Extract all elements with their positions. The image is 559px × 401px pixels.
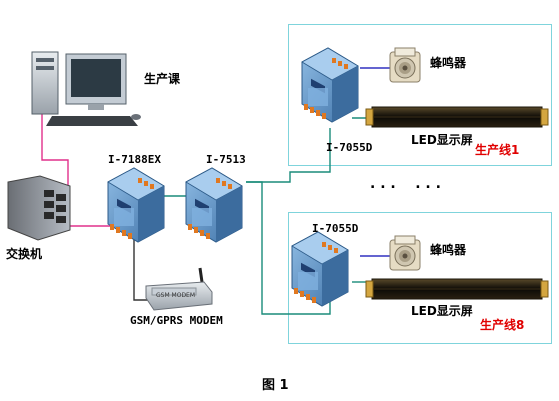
i7055d-1-label: I-7055D — [326, 141, 373, 154]
i7513-module-icon — [185, 167, 243, 243]
line-8-panel — [288, 212, 552, 344]
i7055d-2-label: I-7055D — [312, 222, 359, 235]
led-display-2-icon — [365, 278, 549, 300]
line-8-label: 生产线8 — [480, 318, 525, 332]
ellipsis-label: . . . . . . — [370, 176, 441, 192]
i7055d-1-module-icon — [301, 47, 359, 123]
buzzer-1-label: 蜂鸣器 — [430, 56, 467, 70]
led-display-1-icon — [365, 106, 549, 128]
modem-label: GSM/GPRS MODEM — [130, 314, 223, 327]
buzzer-2-label: 蜂鸣器 — [430, 243, 467, 257]
led-display-1-label: LED显示屏 — [411, 133, 473, 147]
pc-to-switch-link — [41, 112, 69, 198]
line-1-label: 生产线1 — [475, 143, 520, 157]
switch-label: 交换机 — [6, 247, 43, 261]
led-display-2-label: LED显示屏 — [411, 304, 473, 318]
production-dept-label: 生产课 — [144, 72, 181, 86]
i7513-label: I-7513 — [206, 153, 246, 166]
network-switch-icon — [7, 175, 71, 241]
figure-caption: 图 1 — [262, 378, 289, 393]
i7188ex-label: I-7188EX — [108, 153, 161, 166]
gsm-modem-icon — [145, 267, 213, 311]
rs485-line-8 — [246, 181, 331, 315]
buzzer-2-icon — [389, 235, 421, 271]
i7055d-2-module-icon — [291, 231, 349, 307]
line-1-panel — [288, 24, 552, 166]
i7188ex-module-icon — [107, 167, 165, 243]
rs485-line-1 — [246, 128, 331, 183]
modem-plate-label: GSM MODEM — [156, 292, 196, 299]
buzzer-1-icon — [389, 47, 421, 83]
computer-icon — [31, 51, 141, 126]
